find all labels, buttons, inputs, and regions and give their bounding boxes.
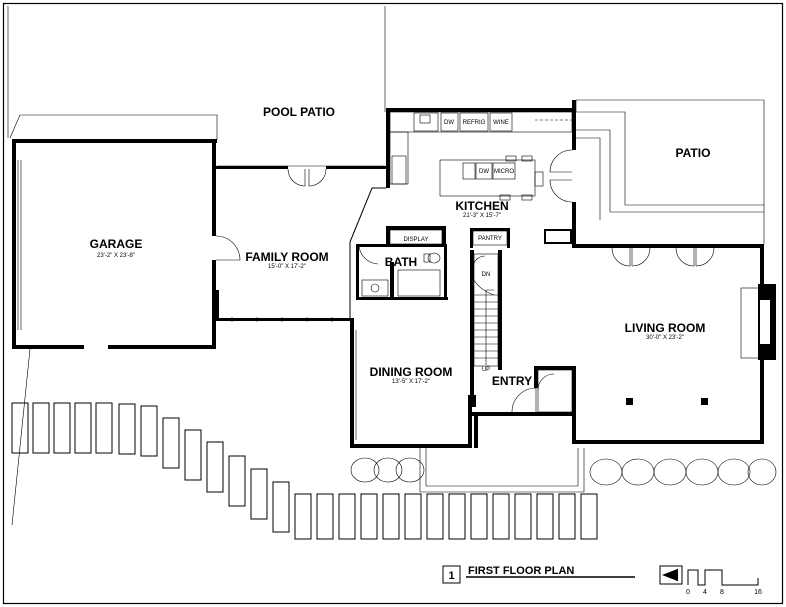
display-label: DISPLAY bbox=[404, 237, 429, 243]
dining-room-dims: 13'-5" X 17'-2" bbox=[392, 379, 430, 385]
living-room-label: LIVING ROOM bbox=[625, 321, 706, 335]
dishwasher-label: DW bbox=[444, 120, 454, 126]
pool-patio-label: POOL PATIO bbox=[263, 105, 335, 119]
family-room-dims: 15'-0" X 17'-2" bbox=[268, 264, 306, 270]
scale-bar: 0 4 8 16 bbox=[686, 569, 762, 596]
drawing-title: FIRST FLOOR PLAN bbox=[468, 565, 574, 577]
shrubs bbox=[350, 457, 777, 486]
family-room-walls bbox=[216, 166, 386, 322]
garage-dims: 23'-2" X 23'-8" bbox=[97, 253, 135, 259]
stair-down-label: DN bbox=[482, 272, 491, 278]
dining-room-label: DINING ROOM bbox=[370, 365, 453, 379]
drawing-number: 1 bbox=[448, 570, 454, 582]
patio-outline bbox=[575, 99, 765, 244]
scale-label-0: 0 bbox=[686, 589, 690, 596]
microwave-label: MICRO bbox=[494, 169, 514, 175]
scale-label-4: 4 bbox=[703, 589, 707, 596]
wine-label: WINE bbox=[493, 120, 509, 126]
refrigerator-label: REFRIG bbox=[463, 120, 486, 126]
bath-label: BATH bbox=[385, 255, 417, 269]
title-block: 1 FIRST FLOOR PLAN bbox=[442, 565, 635, 584]
garage bbox=[12, 139, 241, 349]
bath-area bbox=[356, 226, 510, 300]
kitchen-walls bbox=[349, 100, 576, 318]
north-arrow-icon bbox=[659, 565, 683, 585]
stairs bbox=[470, 250, 502, 400]
stepping-stones bbox=[11, 402, 598, 540]
stair-up-label: UP bbox=[482, 367, 490, 373]
living-room-dims: 30'-0" X 23'-2" bbox=[646, 335, 684, 341]
front-porch bbox=[419, 448, 585, 493]
scale-label-16: 16 bbox=[754, 589, 762, 596]
property-line bbox=[11, 348, 31, 526]
dining-room-walls bbox=[350, 318, 476, 448]
kitchen-dims: 21'-3" X 15'-7" bbox=[463, 213, 501, 219]
living-room-walls bbox=[572, 244, 776, 444]
kitchen-label: KITCHEN bbox=[455, 199, 508, 213]
pantry-label: PANTRY bbox=[478, 236, 502, 242]
family-room-label: FAMILY ROOM bbox=[245, 250, 328, 264]
patio-label: PATIO bbox=[676, 146, 711, 160]
island-dishwasher-label: DW bbox=[479, 169, 489, 175]
garage-label: GARAGE bbox=[90, 237, 143, 251]
entry-label: ENTRY bbox=[492, 374, 532, 388]
scale-label-8: 8 bbox=[720, 589, 724, 596]
